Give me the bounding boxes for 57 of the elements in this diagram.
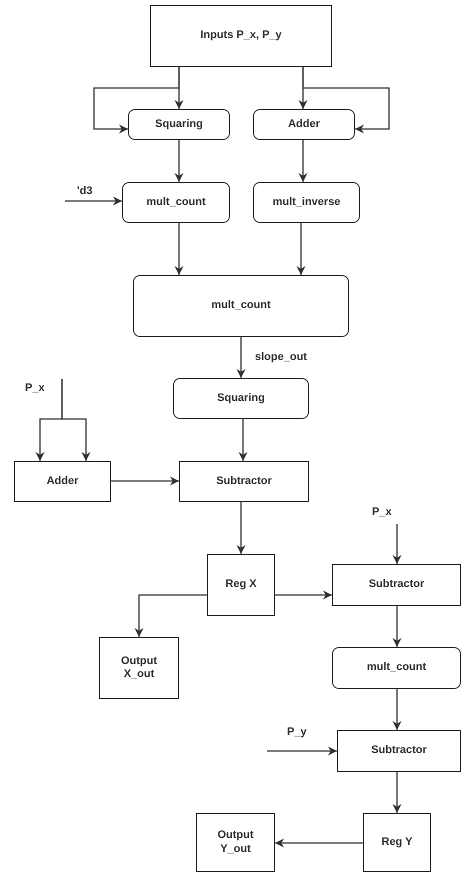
arrow bbox=[302, 67, 390, 134]
edge-label: P_x bbox=[24, 382, 46, 394]
edge-label: P_y bbox=[286, 726, 308, 738]
block-box bbox=[196, 813, 275, 872]
block-label: Output X_out bbox=[120, 654, 158, 682]
arrow bbox=[267, 746, 337, 756]
block-box bbox=[332, 564, 461, 606]
block-label: Reg Y bbox=[382, 836, 412, 850]
process-box bbox=[253, 109, 355, 140]
arrow bbox=[298, 140, 308, 182]
block-box bbox=[207, 554, 275, 616]
block-box bbox=[99, 637, 179, 699]
process-box bbox=[122, 182, 230, 223]
process-box bbox=[253, 182, 360, 223]
block-box bbox=[14, 461, 111, 502]
arrow bbox=[275, 838, 363, 848]
block-box bbox=[150, 5, 332, 67]
arrow bbox=[392, 606, 402, 647]
block-label: Adder bbox=[288, 118, 320, 132]
arrow bbox=[174, 223, 184, 275]
arrow bbox=[392, 524, 402, 564]
arrow bbox=[236, 337, 246, 378]
block-label: Output Y_out bbox=[216, 829, 255, 856]
block-label: Reg X bbox=[225, 578, 257, 592]
block-label: Subtractor bbox=[371, 744, 427, 758]
block-label: mult_count bbox=[146, 196, 206, 210]
edge-label: P_x bbox=[371, 506, 393, 518]
arrow bbox=[61, 379, 90, 461]
block-label: Subtractor bbox=[216, 474, 272, 488]
arrow bbox=[392, 772, 402, 813]
arrow bbox=[93, 67, 180, 134]
block-label: Subtractor bbox=[368, 578, 424, 592]
block-label: mult_count bbox=[366, 661, 426, 675]
block-label: mult_count bbox=[211, 299, 271, 313]
arrow bbox=[238, 419, 248, 461]
arrow bbox=[65, 196, 122, 206]
process-box bbox=[173, 378, 309, 419]
arrow bbox=[296, 223, 306, 275]
block-label: Squaring bbox=[217, 392, 265, 406]
block-box bbox=[363, 813, 431, 872]
block-label: Adder bbox=[46, 474, 78, 488]
block-label: Squaring bbox=[155, 118, 203, 132]
process-box bbox=[332, 647, 461, 689]
process-box bbox=[128, 109, 230, 140]
arrow bbox=[275, 590, 332, 600]
arrow bbox=[174, 140, 184, 182]
arrow bbox=[111, 476, 179, 486]
arrow bbox=[392, 689, 402, 730]
process-box bbox=[133, 275, 349, 337]
block-box bbox=[179, 461, 309, 502]
arrow bbox=[236, 502, 246, 554]
arrow bbox=[134, 594, 207, 637]
edge-label: 'd3 bbox=[76, 185, 94, 197]
block-label: Inputs P_x, P_y bbox=[200, 29, 282, 43]
block-label: mult_inverse bbox=[272, 196, 340, 210]
block-box bbox=[337, 730, 461, 772]
edge-label: slope_out bbox=[254, 351, 308, 363]
